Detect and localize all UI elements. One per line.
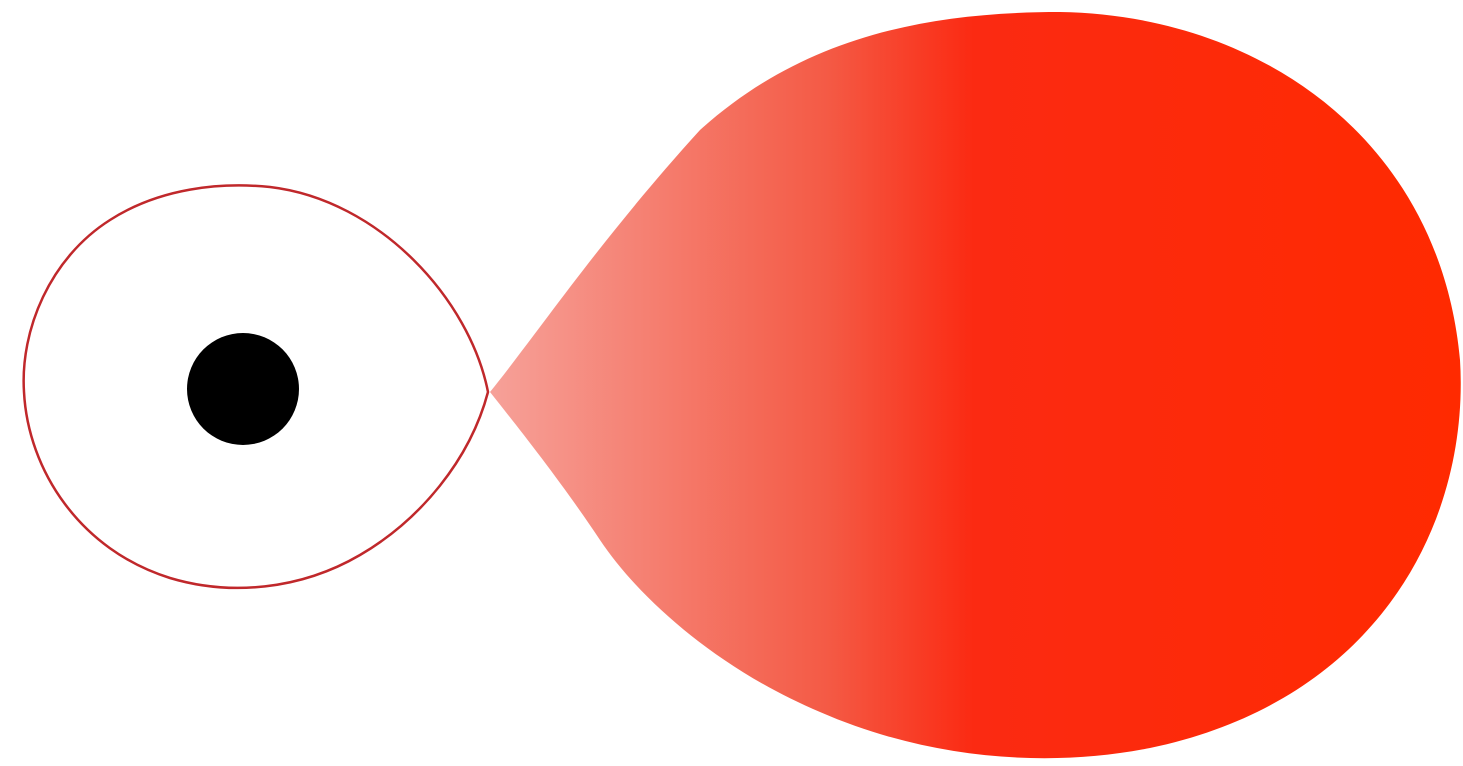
accretor-star: [187, 333, 299, 445]
